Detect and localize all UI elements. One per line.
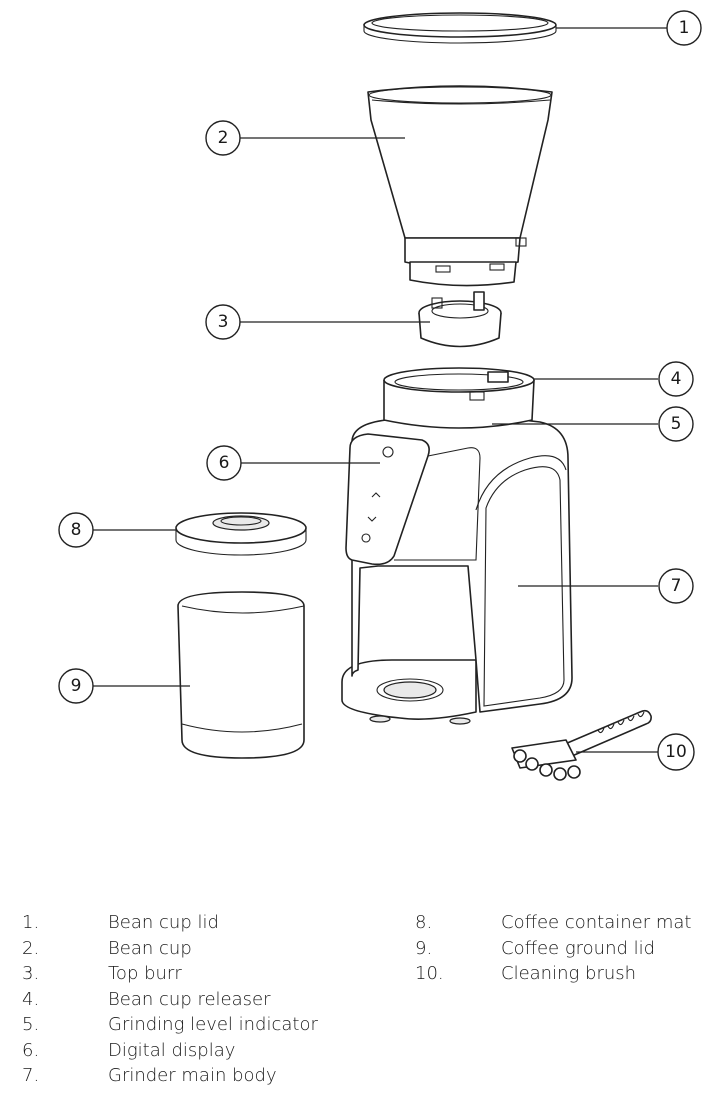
legend-item: 4. Bean cup releaser [22,987,382,1013]
legend-item-number: 3. [22,963,40,984]
callout-number: 9 [71,676,82,696]
callout-9: 9 [58,668,94,704]
callout-4: 4 [658,361,694,397]
top-burr-drawing [418,291,502,348]
legend-item: 1. Bean cup lid [22,910,382,936]
legend-item-label: Coffee container mat [501,912,692,933]
callout-5: 5 [658,406,694,442]
coffee-ground-lid-drawing [177,591,305,759]
callout-1: 1 [666,10,702,46]
legend-item-number: 6. [22,1039,40,1061]
legend-item-label: Coffee ground lid [501,937,656,959]
callout-8: 8 [58,512,94,548]
legend-item-label: Bean cup [108,937,192,959]
legend-item-label: Bean cup releaser [108,988,271,1010]
legend-item: 10. Cleaning brush [415,961,720,987]
callout-number: 8 [71,520,82,540]
legend-item-label: Bean cup lid [108,912,219,933]
legend-item-number: 10. [415,963,444,984]
callout-7: 7 [658,568,694,604]
legend-item: 8. Coffee container mat [415,910,720,936]
legend-item-label: Grinder main body [108,1065,277,1086]
callout-number: 10 [665,742,687,762]
legend-item: 3. Top burr [22,961,382,987]
callout-number: 1 [679,18,690,38]
callout-number: 7 [671,576,682,596]
callout-10: 10 [657,733,695,771]
legend-item-label: Grinding level indicator [108,1014,318,1035]
callout-2: 2 [205,120,241,156]
legend-column-left: 1. Bean cup lid 2. Bean cup 3. Top burr 4. B… [22,910,382,1089]
legend-column-right: 8. Coffee container mat 9. Coffee ground l… [415,910,720,987]
legend-item-number: 4. [22,988,40,1010]
cleaning-brush-drawing [511,709,652,781]
exploded-diagram: 1 2 3 4 5 6 7 8 9 10 [58,10,702,781]
callout-6: 6 [206,445,242,481]
legend-item: 9. Coffee ground lid [415,936,720,962]
legend-item-number: 9. [415,937,433,959]
legend-item: 5. Grinding level indicator [22,1012,382,1038]
legend-item-number: 1. [22,912,40,933]
callout-3: 3 [205,304,241,340]
callout-number: 6 [219,453,230,473]
legend-item: 6. Digital display [22,1038,382,1064]
legend-item: 7. Grinder main body [22,1063,382,1089]
coffee-container-mat-drawing [175,512,307,556]
callout-number: 3 [218,312,229,332]
legend-item-label: Cleaning brush [501,963,637,984]
legend-item-number: 7. [22,1065,40,1086]
legend-item-number: 5. [22,1014,40,1035]
grinder-main-body-drawing [341,367,573,725]
legend-item-number: 8. [415,912,433,933]
legend-item-label: Digital display [108,1039,236,1061]
legend-item-label: Top burr [108,963,182,984]
legend-item: 2. Bean cup [22,936,382,962]
bean-cup-drawing [367,85,553,287]
legend-item-number: 2. [22,937,40,959]
parts-legend: 1. Bean cup lid 2. Bean cup 3. Top burr 4. B… [0,910,720,1100]
callout-number: 5 [671,414,682,434]
callout-number: 4 [671,369,682,389]
callout-number: 2 [218,128,229,148]
bean-cup-lid-drawing [363,12,557,44]
